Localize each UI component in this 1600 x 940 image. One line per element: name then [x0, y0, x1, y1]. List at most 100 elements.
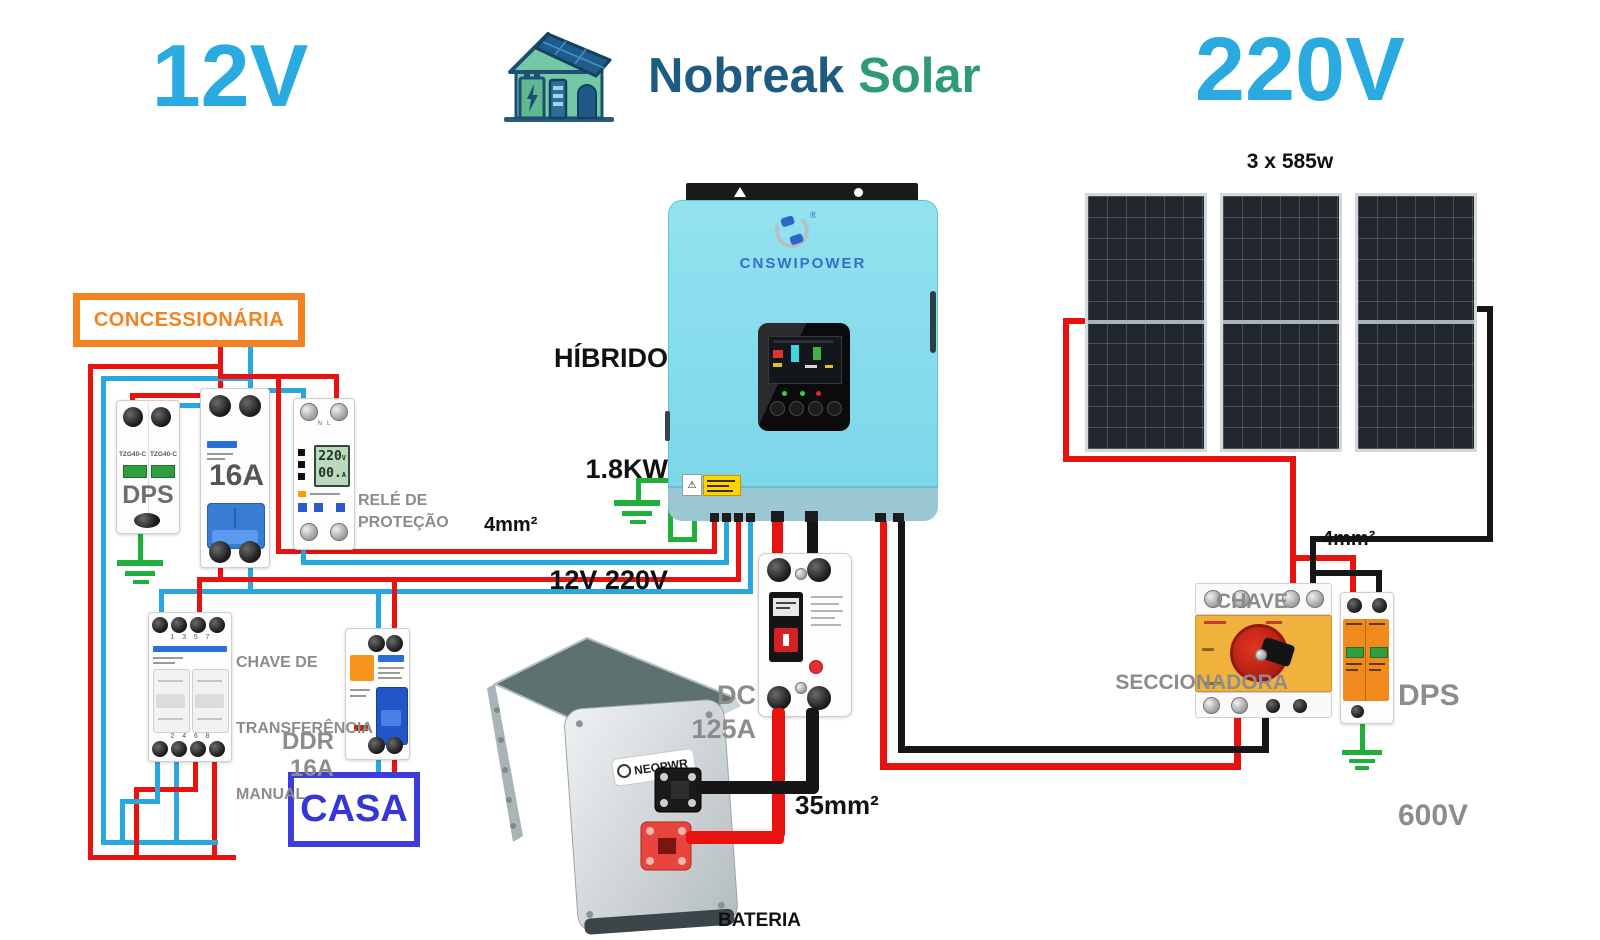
concessionaria-label: CONCESSIONÁRIA	[93, 308, 285, 331]
wire-segment	[117, 560, 163, 566]
wire-segment	[1063, 318, 1089, 324]
voltage-220v-label: 220V	[1194, 20, 1406, 120]
pv-surge-protector	[1340, 592, 1394, 724]
wire-segment	[772, 708, 785, 838]
wire-segment	[1376, 570, 1382, 604]
status-window	[123, 465, 147, 478]
display-button	[808, 401, 823, 416]
casa-label: CASA	[300, 788, 408, 830]
wire-segment	[88, 855, 236, 860]
terminal-screw	[209, 395, 231, 417]
terminal-screw	[767, 558, 791, 582]
terminal-screw	[209, 617, 225, 633]
chave-seccionadora-label: CHAVE SECCIONADORA	[1115, 590, 1288, 694]
battery-positive-terminal	[640, 821, 692, 871]
terminal-screw	[300, 523, 318, 541]
wire-segment	[138, 532, 143, 560]
terminal-screw	[368, 635, 385, 652]
disconnect-body	[1195, 615, 1332, 692]
terminal-screw	[209, 741, 225, 757]
breaker-16a-device: 16A	[200, 388, 270, 568]
battery-device: NEOPWR	[487, 636, 741, 935]
terminal-screw	[368, 737, 385, 754]
display-button	[789, 401, 804, 416]
wire-segment	[898, 514, 905, 753]
terminal-screw	[386, 635, 403, 652]
brand-word-nobreak: Nobreak	[648, 49, 845, 103]
terminal-screw	[152, 617, 168, 633]
wire-segment	[1290, 555, 1356, 561]
chave-transferencia-label: CHAVE DE TRANSFERÊNCIA MANUAL	[236, 654, 373, 803]
wire-segment	[880, 514, 887, 770]
caution-sticker: ⚠	[682, 474, 741, 496]
wire-segment	[133, 580, 149, 584]
wire-segment	[806, 708, 819, 793]
wire-segment	[1262, 712, 1269, 752]
wire-segment	[248, 345, 253, 399]
mounting-bracket	[686, 183, 918, 202]
wire-segment	[668, 537, 697, 542]
wire-segment	[155, 752, 160, 804]
wire-segment	[686, 831, 784, 844]
wire-segment	[120, 799, 160, 804]
wire-segment	[1487, 306, 1493, 542]
terminal-knob	[123, 407, 143, 427]
hybrid-inverter: ® CNSWIPOWER ⚠	[665, 183, 938, 523]
transfer-switch-device: 1 3 5 7 2 4 6 8	[148, 612, 232, 762]
breaker-toggle	[774, 628, 798, 652]
top-terminal-numbers: 1 3 5 7	[170, 634, 210, 641]
house-solar-icon	[504, 32, 614, 122]
wire-segment	[218, 345, 223, 399]
wire-segment	[197, 577, 740, 582]
terminal-screw	[239, 541, 261, 563]
concessionaria-box: CONCESSIONÁRIA	[73, 293, 305, 347]
display-button	[770, 401, 785, 416]
dc-breaker-device	[758, 553, 852, 717]
inverter-display	[758, 323, 850, 431]
wire-segment	[125, 571, 155, 576]
terminal-screw	[767, 686, 791, 710]
terminal-knob	[1372, 598, 1387, 613]
wire-segment	[197, 577, 202, 617]
hibrido-spec-label: HÍBRIDO 1.8KW 12V 220V	[549, 343, 668, 595]
wire-segment	[134, 787, 198, 792]
wire-segment	[1355, 766, 1369, 770]
side-vent	[930, 291, 936, 353]
protection-relay-device: N L 220V 00.A	[293, 398, 355, 550]
wire-segment	[101, 376, 106, 845]
relay-lcd: 220V 00.A	[314, 445, 350, 487]
terminal-screw	[807, 558, 831, 582]
terminal-screw	[807, 686, 831, 710]
wire-segment	[1310, 536, 1316, 592]
relay-terminal-marks: N L	[317, 421, 331, 427]
indicator	[354, 725, 368, 731]
wire-segment	[1342, 750, 1382, 755]
solar-panel	[1085, 193, 1207, 452]
wire-segment	[1234, 712, 1241, 770]
wire-segment	[218, 556, 223, 582]
bottom-knob	[1351, 705, 1364, 718]
wire-segment	[193, 752, 198, 792]
wire-segment	[692, 516, 697, 542]
brand-bar	[153, 646, 227, 652]
terminal-screw	[190, 741, 206, 757]
svg-text:®: ®	[810, 210, 816, 220]
wire-segment	[101, 376, 253, 381]
wire-segment	[1063, 456, 1296, 462]
wire-segment	[88, 364, 223, 369]
wire-segment	[159, 589, 752, 594]
dps-device-label: DPS	[122, 481, 174, 509]
wire-segment	[130, 393, 223, 398]
dps-grid-device: TZG40-C TZG40-C DPS	[116, 400, 180, 534]
terminal-screw	[152, 741, 168, 757]
brand-bar	[207, 441, 237, 448]
wire-segment	[376, 752, 381, 777]
wire-segment	[1310, 570, 1382, 576]
breaker-rating-label: 16A	[209, 459, 265, 492]
terminal-screw	[239, 395, 261, 417]
wire-pv-size-label: 4mm²	[1322, 528, 1376, 550]
solar-panel	[1355, 193, 1477, 452]
bottom-terminal-numbers: 2 4 6 8	[170, 733, 210, 740]
